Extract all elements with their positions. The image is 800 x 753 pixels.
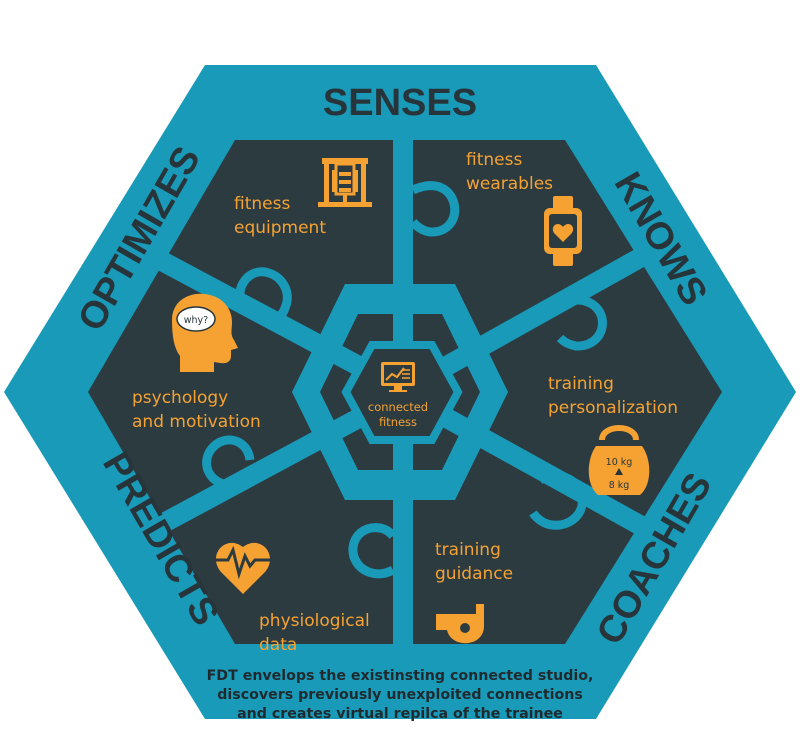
- spoke-upper-right: [431, 246, 650, 381]
- caption-line2: discovers previously unexploited connect…: [217, 687, 583, 703]
- sector-label-fitness-wearables-1: fitness: [466, 150, 522, 170]
- head-question-icon: why?: [172, 293, 238, 372]
- center-label-line1: connected: [368, 400, 428, 414]
- knob-upper-right: [556, 295, 607, 351]
- center-hexagon: [341, 341, 463, 444]
- side-label-senses: SENSES: [323, 82, 477, 124]
- knob-upper-left: [235, 267, 292, 325]
- monitor-chart-icon: [381, 362, 415, 392]
- sector-label-training-guidance-1: training: [435, 540, 501, 560]
- smartwatch-heart-icon: [544, 196, 582, 266]
- knob-bottom-left: [348, 523, 397, 579]
- sector-label-fitness-wearables-2: wearables: [466, 174, 553, 194]
- puzzle-knobs: [202, 181, 607, 579]
- sector-label-physiological-data-2: data: [259, 635, 297, 655]
- knob-lower-right: [529, 471, 587, 530]
- sector-label-physiological-data-1: physiological: [259, 611, 370, 631]
- kettlebell-icon: 10 kg 8 kg: [588, 425, 650, 495]
- gym-machine-icon: [318, 158, 372, 207]
- caption-line1: FDT envelops the existinsting connected …: [207, 668, 594, 684]
- caption-line3: and creates virtual repilca of the train…: [237, 706, 563, 722]
- sector-label-fitness-equipment-2: equipment: [234, 218, 326, 238]
- sector-label-psychology-motivation-1: psychology: [132, 388, 228, 408]
- head-bubble-text: why?: [184, 315, 208, 326]
- spokes: [155, 140, 650, 644]
- kettlebell-bottom-label: 8 kg: [609, 480, 630, 491]
- sector-label-training-personalization-1: training: [548, 374, 614, 394]
- spoke-lower-right: [431, 403, 650, 537]
- heart-pulse-icon: [214, 542, 272, 594]
- sector-label-psychology-motivation-2: and motivation: [132, 412, 261, 432]
- knob-left: [202, 435, 255, 490]
- spoke-lower-left: [155, 403, 375, 534]
- center-label-line2: fitness: [379, 415, 417, 429]
- sector-label-training-guidance-2: guidance: [435, 564, 513, 584]
- spoke-upper-left: [155, 251, 375, 381]
- kettlebell-top-label: 10 kg: [606, 457, 633, 468]
- knob-top-right: [409, 181, 460, 237]
- sector-label-fitness-equipment-1: fitness: [234, 194, 290, 214]
- sector-label-training-personalization-2: personalization: [548, 398, 678, 418]
- whistle-icon: [436, 604, 484, 644]
